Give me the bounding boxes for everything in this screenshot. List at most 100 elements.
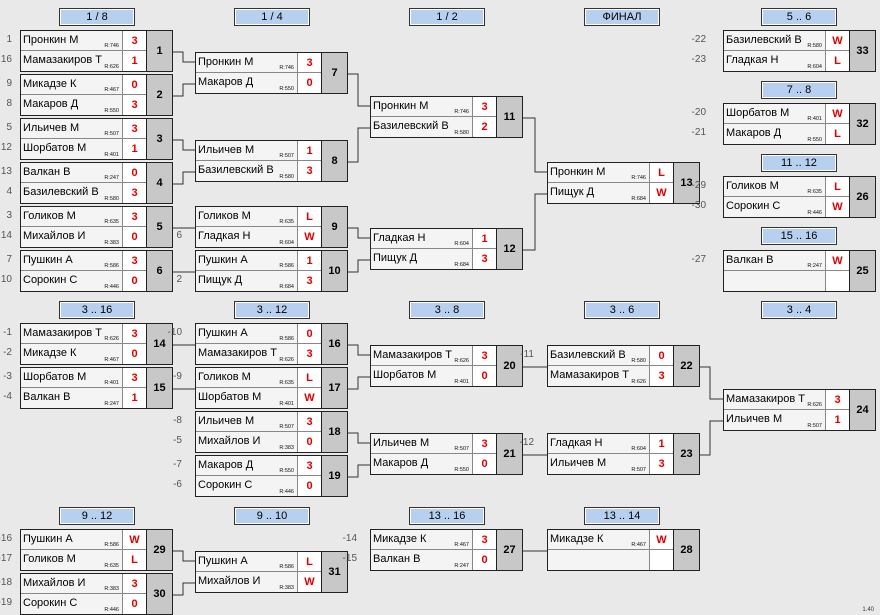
seed-number: -6 <box>173 479 182 490</box>
player-row[interactable] <box>724 271 825 291</box>
player-row[interactable] <box>548 550 649 570</box>
